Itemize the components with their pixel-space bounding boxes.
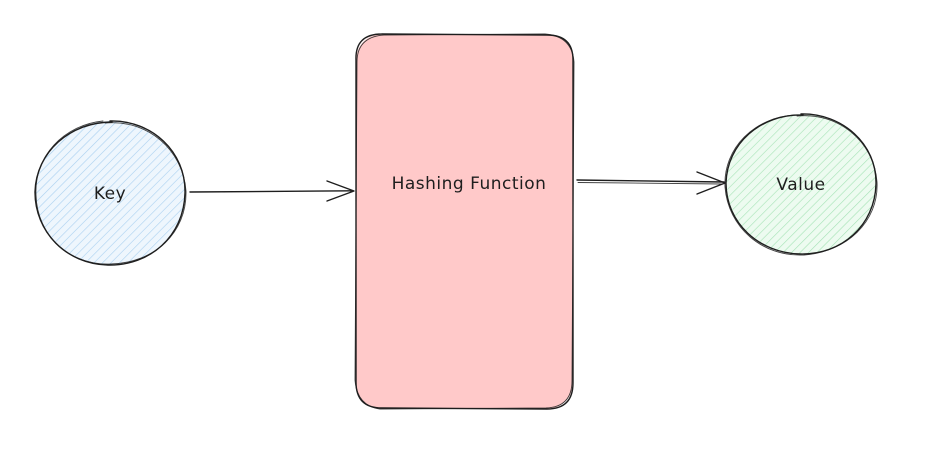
value-node-fill <box>726 114 876 254</box>
arrow-head-icon <box>696 171 726 195</box>
key-node-outline-sketch <box>35 120 187 265</box>
hashing-function-node-outline <box>355 33 574 410</box>
arrow-key-to-hashing-function <box>189 180 355 202</box>
arrow-line-sketch <box>577 182 723 185</box>
hashing-function-node[interactable]: Hashing Function <box>354 33 575 410</box>
value-node-outline-sketch <box>724 114 878 256</box>
hashing-function-node-outline-sketch <box>354 33 575 410</box>
arrow-line <box>189 190 354 193</box>
arrow-line <box>576 179 725 183</box>
arrow-head-icon <box>326 180 355 202</box>
key-node-fill <box>35 121 185 265</box>
hashing-function-node-fill <box>356 34 573 409</box>
value-node[interactable]: Value <box>724 113 878 256</box>
value-node-label: Value <box>776 175 825 195</box>
key-node[interactable]: Key <box>34 120 187 266</box>
hashing-function-node-label: Hashing Function <box>392 174 547 194</box>
arrow-hashing-function-to-value <box>576 171 726 195</box>
key-node-label: Key <box>94 184 126 204</box>
